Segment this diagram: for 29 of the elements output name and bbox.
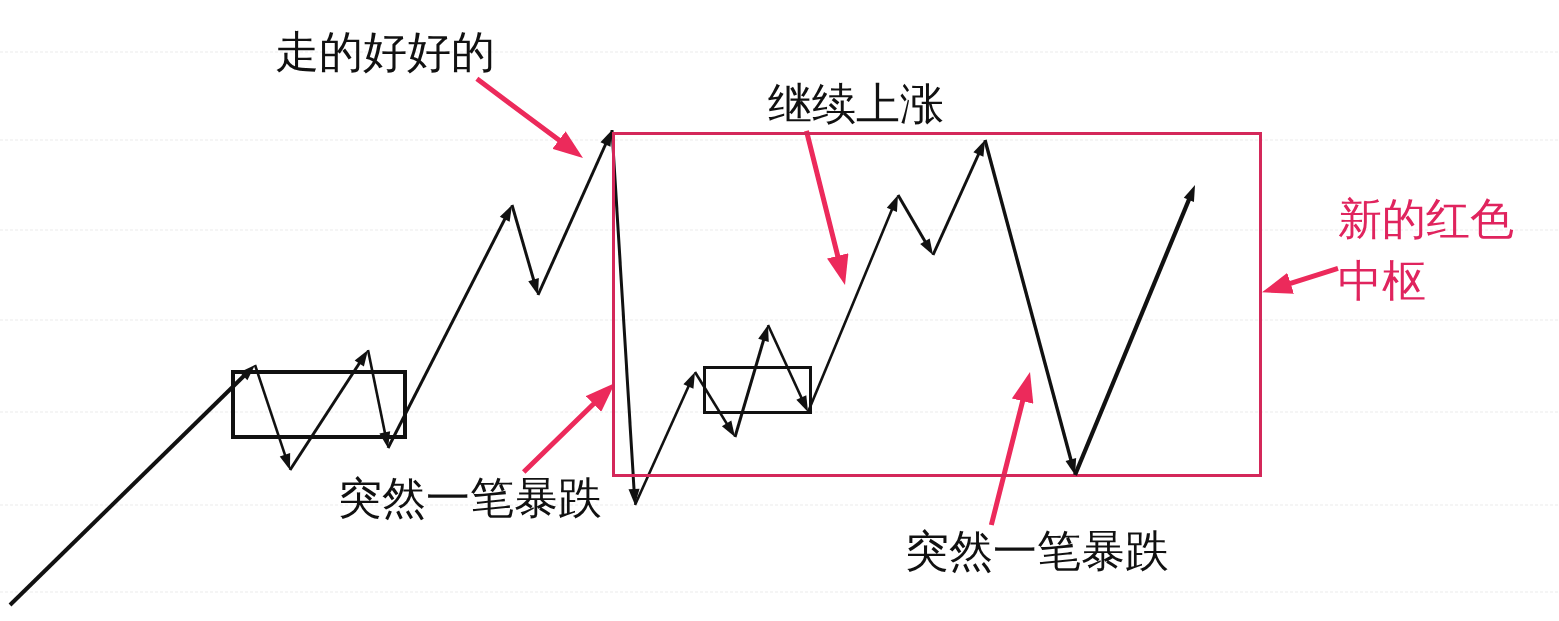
annotation-text: 突然一笔暴跌 [338,472,602,525]
annotation-text: 突然一笔暴跌 [905,525,1169,578]
up-stroke [1073,185,1195,476]
small-pivot-frame [231,370,407,439]
up-stroke [931,140,985,256]
up-stroke [733,325,769,438]
up-stroke [8,365,255,607]
down-stroke [983,139,1077,475]
leader-arrow [804,130,849,286]
down-stroke [366,349,391,448]
pivot-zone-frame [612,132,1262,477]
down-stroke [510,204,539,295]
annotation-text: 新的红色中枢 [1338,188,1524,312]
up-stroke [633,372,695,506]
up-stroke [536,130,612,296]
annotation-text: 继续上涨 [768,78,944,131]
up-stroke [386,205,512,449]
leader-arrow [988,371,1034,526]
down-stroke [766,324,808,412]
leader-arrow [475,76,585,160]
up-stroke [806,195,898,413]
down-stroke [253,364,291,470]
small-pivot-frame [703,366,812,414]
leader-arrow [1261,265,1339,295]
annotation-text: 走的好好的 [275,26,495,79]
down-stroke [693,371,735,437]
down-stroke [896,194,933,255]
up-stroke [288,350,368,471]
down-stroke [610,129,640,505]
